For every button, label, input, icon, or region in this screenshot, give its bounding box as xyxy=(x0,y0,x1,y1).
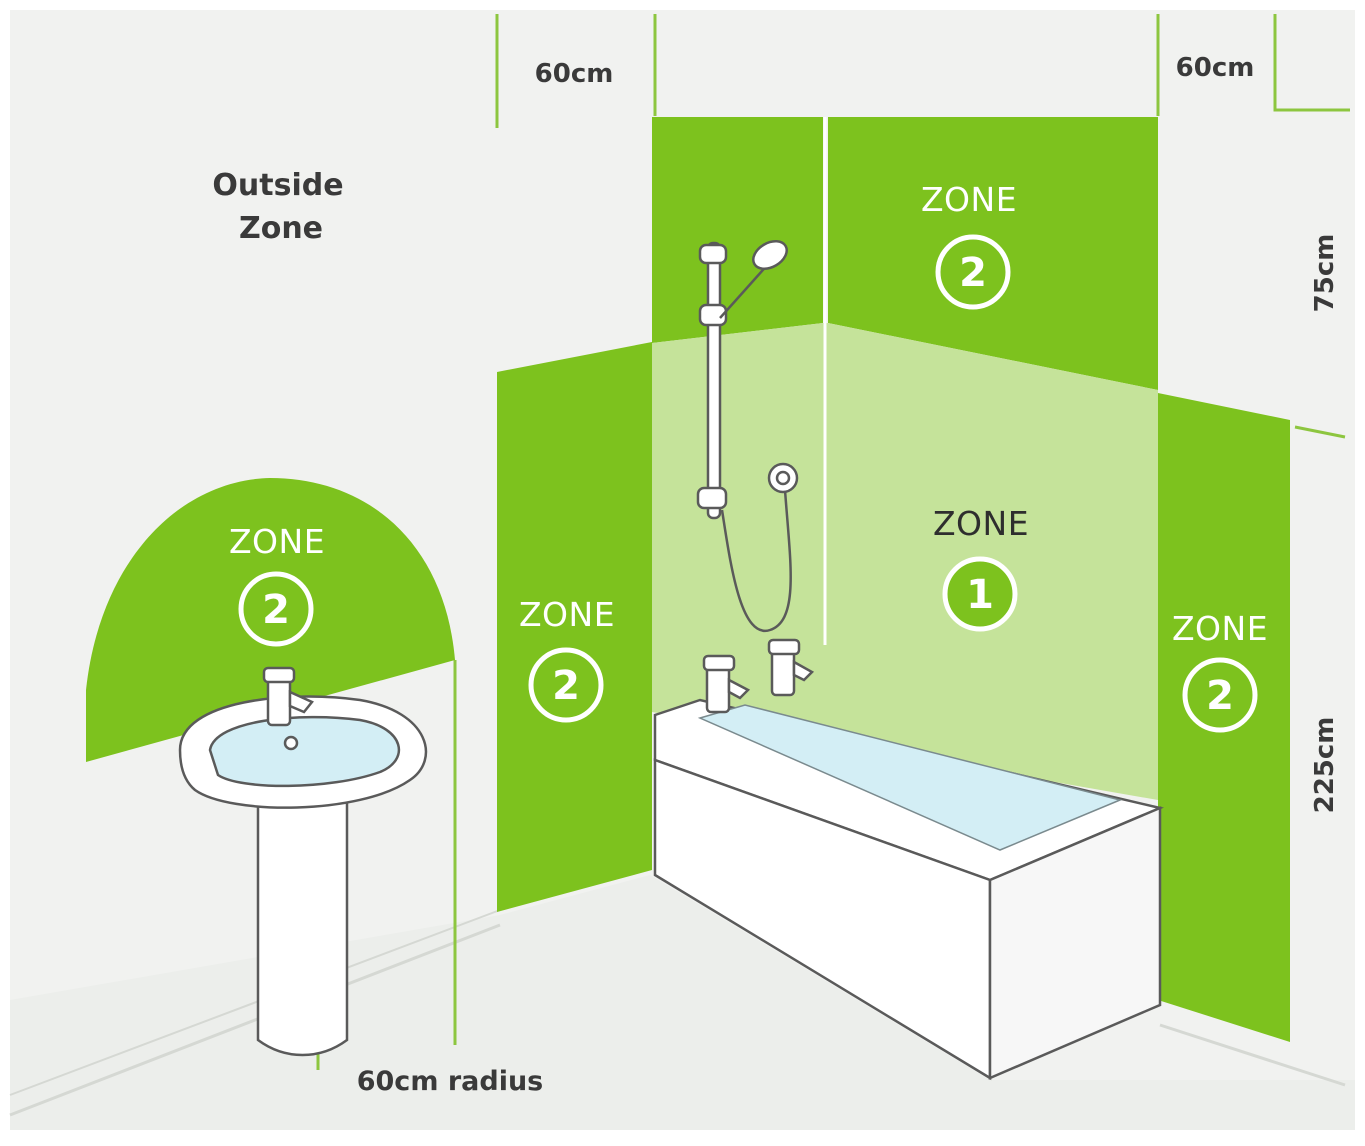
zone-circle xyxy=(528,647,604,723)
guide-top-right-2 xyxy=(1273,14,1350,112)
zone-badge-left-wall: ZONE 2 xyxy=(519,595,615,723)
zone2-upper-left-panel xyxy=(652,117,823,343)
wash-basin xyxy=(178,666,427,1057)
dim-right-bottom-label: 225cm xyxy=(1310,717,1340,814)
zone2-left-wall-panel xyxy=(497,342,652,912)
guide-right-mid xyxy=(1294,425,1346,439)
zone2-right-wall-panel xyxy=(1158,393,1290,1042)
skirting-left xyxy=(9,923,501,1117)
outside-zone-label-line1: Outside xyxy=(212,168,343,203)
zone2-upper-right-panel xyxy=(828,117,1158,390)
zone-number: 2 xyxy=(262,587,290,633)
zone-word: ZONE xyxy=(229,522,325,561)
zone-circle xyxy=(935,234,1011,310)
zone-badge-right-wall: ZONE 2 xyxy=(1172,609,1268,733)
zone2-basin-dome xyxy=(86,478,455,762)
zone-number: 2 xyxy=(959,250,987,296)
zone-number: 1 xyxy=(966,572,994,618)
zone-number: 2 xyxy=(552,663,580,709)
bathtub xyxy=(653,698,1165,1081)
dim-right-top-label: 75cm xyxy=(1310,234,1340,313)
dim-top-right-label: 60cm xyxy=(1176,53,1255,83)
zone-badge-basin: ZONE 2 xyxy=(229,522,325,647)
bath-taps xyxy=(702,638,815,714)
zone-word: ZONE xyxy=(933,504,1029,543)
dim-basin-radius-label: 60cm radius xyxy=(357,1066,544,1097)
skirting-left-top xyxy=(9,909,501,1096)
floor xyxy=(10,875,1355,1130)
zone-circle xyxy=(238,571,314,647)
skirting-right xyxy=(1159,1023,1346,1087)
zone-word: ZONE xyxy=(921,180,1017,219)
dim-top-left-label: 60cm xyxy=(535,59,614,89)
zone-circle xyxy=(942,556,1018,632)
zone-number: 2 xyxy=(1206,673,1234,719)
outside-zone-label-line2: Zone xyxy=(239,211,323,246)
zone-word: ZONE xyxy=(519,595,615,634)
zone-badge-above-bath: ZONE 2 xyxy=(921,180,1017,310)
zone-circle xyxy=(1182,657,1258,733)
zone-badge-bath: ZONE 1 xyxy=(933,504,1029,632)
shower-riser xyxy=(696,240,799,633)
zone-word: ZONE xyxy=(1172,609,1268,648)
